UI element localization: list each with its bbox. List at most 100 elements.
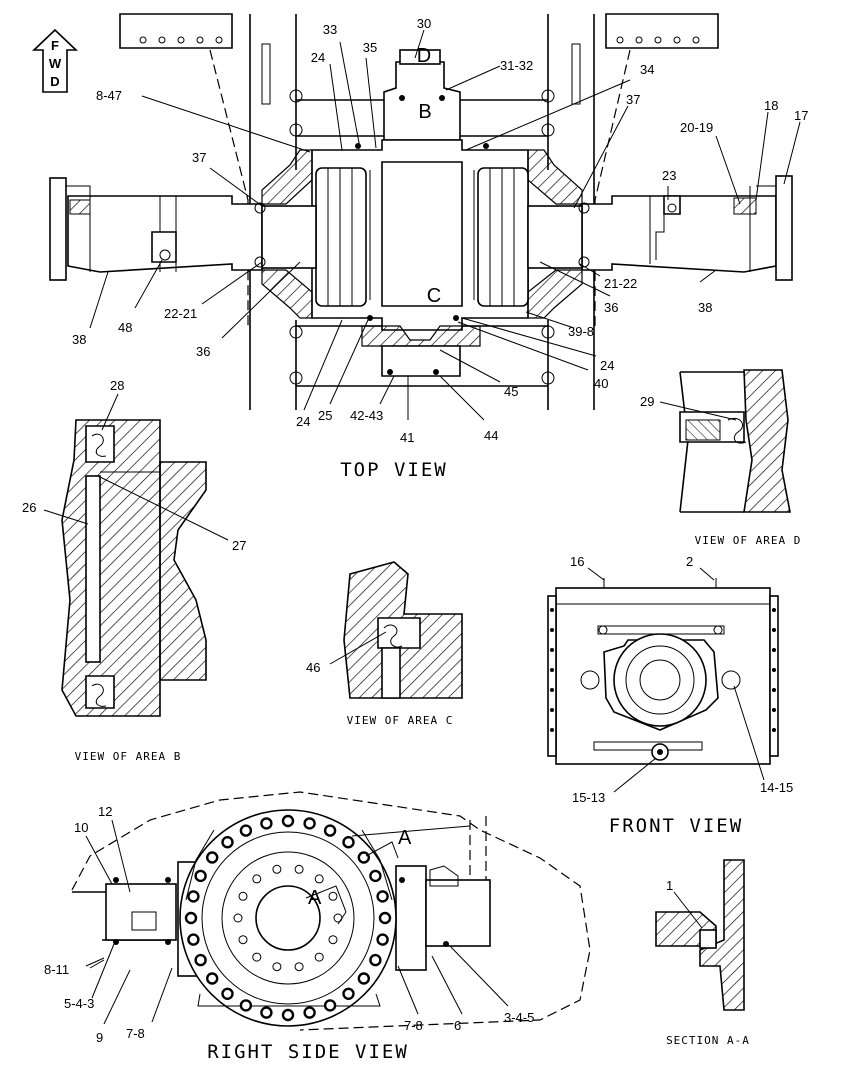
callout-48: 48 [118,320,132,335]
front-view-title: FRONT VIEW [609,815,743,837]
bolt-hole-icon [194,869,207,883]
callout-40: 40 [594,376,608,391]
section-aa-drawing [655,859,745,1011]
callout-21-22: 21-22 [604,276,637,291]
callout-7-8-right: 7-8 [404,1018,423,1033]
callout-8-47: 8-47 [96,88,122,103]
area-b-drawing [61,419,207,717]
callout-36-left: 36 [196,344,210,359]
bolt-hole-icon [272,864,282,874]
callout-34: 34 [640,62,654,77]
bolt-hole-icon [314,952,324,962]
callout-8-11: 8-11 [44,962,69,977]
callout-12: 12 [98,804,112,819]
area-b-leaders [43,393,229,541]
callout-9: 9 [96,1030,103,1045]
callout-1: 1 [666,878,673,893]
callout-17: 17 [794,108,808,123]
bolt-hole-icon [187,933,200,946]
callout-24-bottom: 24 [296,414,310,429]
bolt-hole-icon [187,890,200,903]
bolt-hole-icon [357,972,370,985]
bolt-hole-icon [342,987,355,1000]
bolt-hole-icon [260,817,273,830]
callout-2: 2 [686,554,693,569]
callout-16: 16 [570,554,584,569]
bolt-hole-icon [342,836,355,849]
bolt-hole-icon [294,962,304,972]
area-b-title: VIEW OF AREA B [75,750,182,763]
bolt-hole-icon [252,874,262,884]
bolt-hole-icon [194,953,207,967]
fwd-letter-f: F [51,38,59,53]
callout-25: 25 [318,408,332,423]
bolt-hole-icon [323,999,337,1012]
bolt-hole-icon [281,814,295,828]
bolt-hole-icon [369,869,382,883]
fwd-letter-w: W [49,56,62,71]
bolt-hole-icon [221,987,234,1000]
area-d-title: VIEW OF AREA D [695,534,802,547]
callout-33: 33 [323,22,337,37]
callout-15-13: 15-13 [572,790,605,805]
callout-37-right: 37 [626,92,640,107]
callout-20-19: 20-19 [680,120,713,135]
top-view-leaders [89,29,801,421]
section-marker-a-top: A [398,827,412,849]
bolt-hole-icon [369,953,382,967]
bolt-hole-icon [328,935,338,945]
section-cut-a [305,825,471,925]
callout-18: 18 [764,98,778,113]
callout-24-right: 24 [600,358,614,373]
bolt-hole-icon [205,851,219,864]
bolt-hole-icon [357,851,370,864]
bolt-hole-icon [238,891,248,901]
right-side-view-title: RIGHT SIDE VIEW [207,1041,409,1063]
section-aa-title: SECTION A-A [666,1034,750,1047]
fwd-letter-d: D [50,74,59,89]
bolt-hole-icon [378,911,392,925]
top-view-title: TOP VIEW [340,459,448,481]
front-view-bolt-row-icon [550,608,776,732]
callout-28: 28 [110,378,124,393]
bolt-hole-icon [239,824,253,837]
callout-27: 27 [232,538,246,553]
callout-45: 45 [504,384,518,399]
callout-6: 6 [454,1018,461,1033]
area-d-drawing [679,369,791,513]
top-view-drawing: D B C [49,13,793,410]
callout-37-left: 37 [192,150,206,165]
bolt-hole-icon [376,890,389,903]
fwd-arrow-icon: F W D [32,28,78,93]
callout-14-15: 14-15 [760,780,793,795]
front-view-drawing [547,578,779,765]
callout-38-right: 38 [698,300,712,315]
section-marker-a-bottom: A [308,887,322,909]
bolt-hole-icon [281,1008,295,1022]
right-side-view-drawing [71,791,591,1031]
callout-7-8-left: 7-8 [126,1026,145,1041]
bolt-hole-icon [294,864,304,874]
bolt-hole-icon [205,972,219,985]
callout-5-4-3: 5-4-3 [64,996,94,1011]
bolt-hole-icon [239,999,253,1012]
area-c-marker: C [427,285,441,307]
callout-10: 10 [74,820,88,835]
callout-46: 46 [306,660,320,675]
bolt-hole-icon [303,817,316,830]
callout-42-43: 42-43 [350,408,383,423]
callout-26: 26 [22,500,36,515]
callout-31-32: 31-32 [500,58,533,73]
bolt-hole-icon [323,824,337,837]
area-c-title: VIEW OF AREA C [347,714,454,727]
callout-41: 41 [400,430,414,445]
callout-23: 23 [662,168,676,183]
bolt-circle-outer-icon [184,814,392,1022]
bolt-hole-icon [328,891,338,901]
top-view-callouts: 30 31-32 33 35 24 34 8-47 37 37 20-19 18… [72,16,808,445]
bolt-hole-icon [260,1006,273,1019]
bolt-hole-icon [238,935,248,945]
bolt-hole-icon [314,874,324,884]
